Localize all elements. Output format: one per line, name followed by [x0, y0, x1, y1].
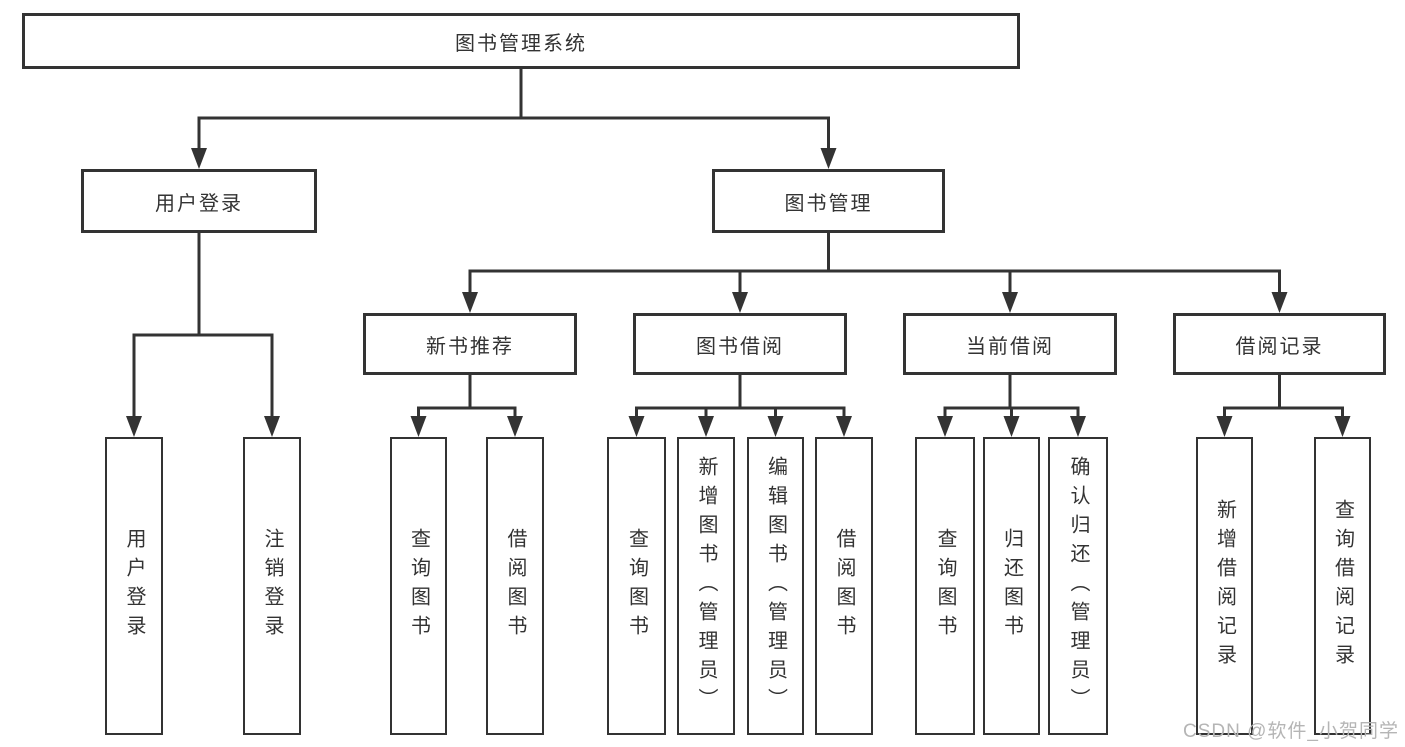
node-book-management: 图书管理	[712, 169, 945, 233]
node-book-borrow-label: 图书借阅	[696, 335, 784, 358]
leaf-current-confirm-admin: 确认归还（管理员）	[1048, 437, 1108, 735]
leaf-record-add-label: 新增借阅记录	[1213, 499, 1236, 673]
leaf-borrow-edit-admin-label: 编辑图书（管理员）	[764, 455, 787, 717]
leaf-current-query-label: 查询图书	[934, 528, 956, 644]
node-book-management-label: 图书管理	[784, 192, 873, 215]
leaf-current-confirm-admin-label: 确认归还（管理员）	[1067, 455, 1089, 717]
node-new-book-recommend: 新书推荐	[363, 313, 577, 375]
leaf-current-return-label: 归还图书	[1000, 528, 1023, 644]
node-borrow-record: 借阅记录	[1173, 313, 1386, 375]
leaf-borrow-borrow: 借阅图书	[815, 437, 873, 735]
leaf-newbook-query-label: 查询图书	[407, 528, 430, 644]
node-root-label: 图书管理系统	[455, 32, 587, 55]
leaf-borrow-query: 查询图书	[607, 437, 666, 735]
leaf-current-return: 归还图书	[983, 437, 1040, 735]
node-book-borrow: 图书借阅	[633, 313, 847, 375]
node-root: 图书管理系统	[22, 13, 1020, 69]
leaf-newbook-borrow: 借阅图书	[486, 437, 544, 735]
connector-path	[132, 67, 1344, 424]
node-user-login: 用户登录	[81, 169, 317, 233]
node-borrow-record-label: 借阅记录	[1235, 335, 1324, 358]
node-current-borrow: 当前借阅	[903, 313, 1117, 375]
leaf-logout: 注销登录	[243, 437, 301, 735]
leaf-user-login: 用户登录	[105, 437, 163, 735]
leaf-borrow-borrow-label: 借阅图书	[833, 528, 855, 644]
leaf-logout-label: 注销登录	[261, 528, 283, 644]
leaf-record-query: 查询借阅记录	[1314, 437, 1371, 735]
watermark: CSDN @软件_小贺同学	[1183, 721, 1399, 742]
leaf-user-login-label: 用户登录	[123, 528, 145, 644]
leaf-newbook-borrow-label: 借阅图书	[504, 528, 526, 644]
leaf-record-add: 新增借阅记录	[1196, 437, 1253, 735]
leaf-borrow-edit-admin: 编辑图书（管理员）	[747, 437, 804, 735]
node-new-book-recommend-label: 新书推荐	[426, 335, 514, 358]
node-user-login-label: 用户登录	[155, 192, 243, 215]
leaf-record-query-label: 查询借阅记录	[1331, 499, 1354, 673]
arrowhead-down-icons	[126, 148, 1351, 437]
leaf-borrow-add-admin-label: 新增图书（管理员）	[695, 455, 717, 717]
leaf-newbook-query: 查询图书	[390, 437, 447, 735]
node-current-borrow-label: 当前借阅	[966, 335, 1054, 358]
leaf-borrow-query-label: 查询图书	[625, 528, 648, 644]
leaf-current-query: 查询图书	[915, 437, 975, 735]
leaf-borrow-add-admin: 新增图书（管理员）	[677, 437, 735, 735]
